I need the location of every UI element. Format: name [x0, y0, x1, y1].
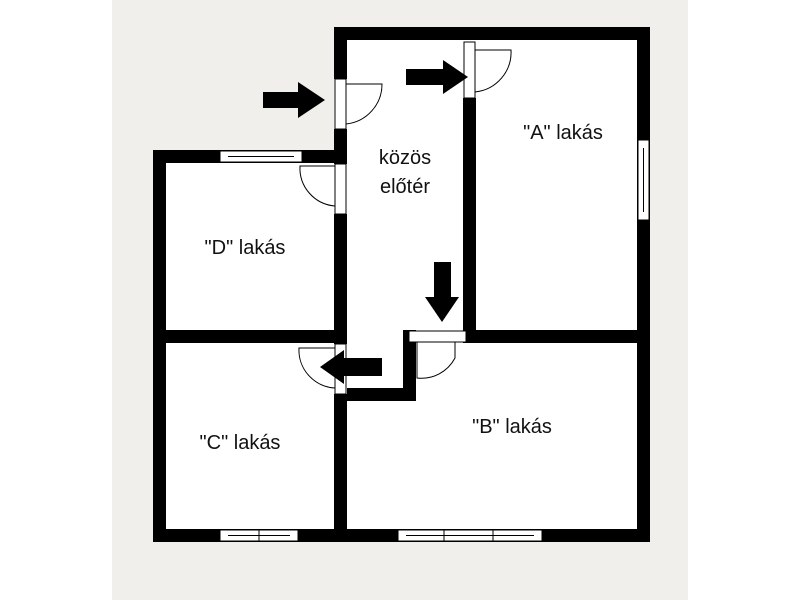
- window-b-bottom: [397, 529, 543, 542]
- room-label-common-hall: közös: [379, 147, 431, 169]
- room-label-apartment-a: "A" lakás: [523, 122, 603, 144]
- window-d-top: [219, 150, 303, 163]
- arrow-right-icon: [263, 82, 325, 118]
- arrow-right-icon: [406, 60, 468, 94]
- windows: [219, 139, 650, 542]
- door-d: [299, 163, 347, 215]
- arrow-down-icon: [425, 262, 459, 322]
- room-label-common-hall-line2: előtér: [380, 176, 430, 198]
- door-a: [463, 41, 512, 99]
- floor-areas: [153, 27, 650, 542]
- room-label-apartment-d: "D" lakás: [205, 237, 286, 259]
- window-a-right: [637, 139, 650, 221]
- arrow-left-icon: [320, 350, 382, 384]
- door-b: [408, 330, 467, 379]
- window-c-bottom: [219, 529, 299, 542]
- room-label-apartment-b: "B" lakás: [472, 416, 552, 438]
- walls: [153, 27, 650, 542]
- door-entrance: [334, 78, 383, 130]
- room-label-apartment-c: "C" lakás: [200, 432, 281, 454]
